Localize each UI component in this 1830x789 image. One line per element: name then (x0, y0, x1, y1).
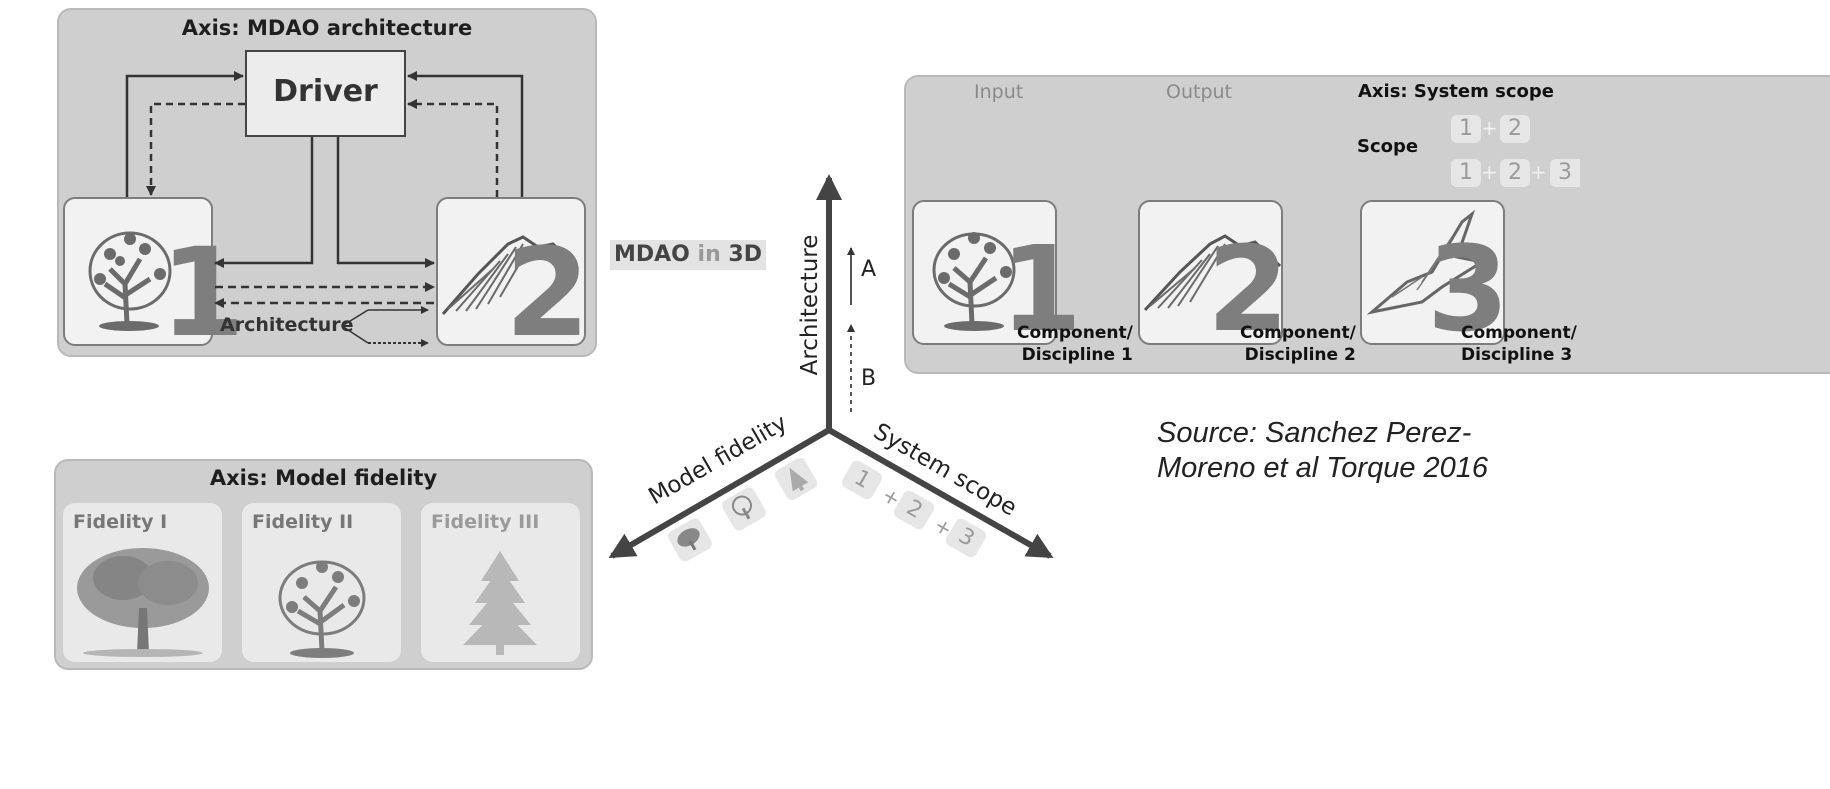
pine-tree-icon (463, 551, 537, 655)
tree-icon (932, 232, 1016, 331)
scope-row2-chip-2: 2 (1500, 159, 1530, 187)
component-3-number: 3 (1427, 220, 1510, 358)
discipline-2-number: 2 (505, 222, 590, 364)
fidelity-1-card: Fidelity I (63, 503, 222, 662)
mdao-panel-title: Axis: MDAO architecture (181, 16, 473, 40)
eagle-icon (1366, 209, 1486, 315)
mdao-word: MDAO (613, 242, 690, 267)
mdao-in-3d-label: MDAO in 3D (610, 240, 766, 270)
fidelity-2-label: Fidelity II (252, 511, 354, 533)
component-2-label: Component/ Discipline 2 (1240, 323, 1356, 365)
scope-row1-plus: + (1481, 116, 1498, 140)
discipline-1-number: 1 (160, 222, 245, 364)
pine-tree-icon (789, 467, 809, 492)
fidelity-2-card: Fidelity II (242, 503, 401, 662)
system-scope-title: Axis: System scope (1358, 81, 1554, 102)
scope-row1-chip-2: 2 (1500, 115, 1530, 143)
discipline-2-card (436, 197, 586, 346)
component-2-card (1138, 200, 1283, 345)
fidelity-3-label: Fidelity III (431, 511, 540, 533)
driver-box (245, 50, 406, 137)
oak-tree-icon (77, 548, 209, 657)
system-scope-axis-line (827, 427, 1054, 559)
arrow-a-label: A (861, 257, 877, 282)
mountain-icon (441, 235, 580, 315)
oak-tree-icon (677, 528, 700, 551)
source-citation: Source: Sanchez Perez- Moreno et al Torq… (1157, 417, 1489, 484)
scope-row2-chip-1: 1 (1451, 159, 1481, 187)
component-3-label: Component/ Discipline 3 (1461, 323, 1577, 365)
scope-axis-chip-1: 1 (839, 458, 885, 502)
model-fidelity-title: Axis: Model fidelity (209, 466, 438, 490)
fidelity-1-label: Fidelity I (73, 511, 168, 533)
tree-icon (88, 231, 172, 331)
fidelity-3-card: Fidelity III (421, 503, 580, 662)
model-fidelity-axis-line (608, 427, 831, 559)
component-1-label: Component/ Discipline 1 (1017, 323, 1133, 365)
component-1-number: 1 (1000, 220, 1083, 358)
fidelity-chip-3 (772, 455, 820, 503)
mountain-icon (1143, 234, 1281, 312)
scope-label: Scope (1357, 136, 1419, 157)
driver-label: Driver (273, 74, 378, 109)
discipline-1-card (63, 197, 213, 346)
tree-icon (732, 495, 752, 520)
tree-icon (278, 560, 366, 658)
architecture-bracket-label: Architecture (220, 314, 354, 336)
architecture-axis-label: Architecture (797, 234, 823, 376)
fidelity-chip-2 (719, 485, 769, 533)
component-1-card (912, 200, 1057, 345)
component-2-number: 2 (1207, 220, 1290, 358)
scope-axis-chips: 1 + 2 + 3 (839, 458, 995, 560)
scope-row2-plus-2: + (1530, 160, 1547, 184)
arrow-b-label: B (861, 366, 877, 391)
scope-row2-plus-1: + (1481, 160, 1498, 184)
scope-row2-chip-3: 3 (1550, 159, 1580, 187)
three-d-word: 3D (728, 242, 762, 267)
output-label: Output (1166, 81, 1232, 103)
scope-row1-chip-1: 1 (1451, 115, 1481, 143)
component-3-card (1360, 200, 1505, 345)
fidelity-chip-1 (665, 516, 715, 564)
in-word: in (697, 242, 721, 267)
input-label: Input (974, 81, 1024, 103)
